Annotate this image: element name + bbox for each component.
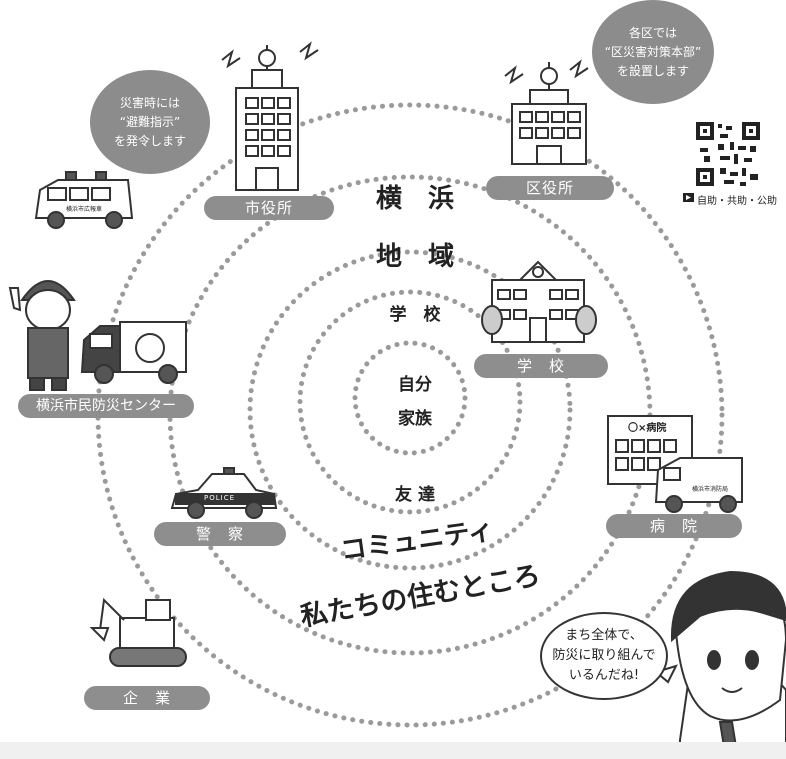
- ring-label-chiiki: 地 域: [375, 242, 454, 272]
- label-city-hall: 市役所: [204, 196, 334, 220]
- ring-label-gakko: 学 校: [389, 305, 441, 325]
- fire-engine-illustration: [80, 321, 187, 384]
- pr-van-illustration: [34, 171, 134, 229]
- ring-label-yokohama: 横 浜: [375, 184, 454, 214]
- ambulance-text: 横浜市消防局: [692, 486, 729, 493]
- van-text: 横浜市広報車: [66, 206, 103, 213]
- speech-tail: [653, 664, 678, 684]
- ring-school: [297, 289, 523, 515]
- school-illustration: [491, 260, 585, 343]
- speech-line-2: 防災に取り組んで: [552, 648, 656, 663]
- ring-chiiki: [247, 249, 573, 571]
- firefighter-illustration: [8, 280, 76, 391]
- bubble-left-line-3: を発令します: [113, 133, 186, 148]
- ambulance-illustration: [654, 457, 743, 513]
- label-company: 企 業: [84, 686, 210, 710]
- siren-waves-icon: [221, 41, 319, 69]
- siren-waves-icon: [504, 59, 589, 85]
- bubble-left-line-2: “避難指示”: [119, 114, 181, 129]
- ring-label-jibun: 自分: [398, 375, 432, 395]
- ring-family: [352, 340, 468, 456]
- qr-caption: 自助・共助・公助: [697, 196, 777, 207]
- tree-icon: [481, 305, 597, 335]
- hospital-sign: 〇×病院: [628, 423, 667, 434]
- city-hall-illustration: [235, 45, 299, 191]
- excavator-illustration: [89, 597, 187, 667]
- bubble-right-line-1: 各区では: [628, 25, 677, 40]
- qr-code-icon: [696, 122, 760, 186]
- bubble-right-line-2: “区災害対策本部”: [604, 44, 702, 59]
- police-car-illustration: [170, 467, 278, 519]
- speech-line-1: まち全体で、: [565, 628, 643, 643]
- ring-label-kazoku: 家族: [398, 409, 432, 429]
- bottom-bar: [0, 742, 786, 759]
- boy-speech-bubble: まち全体で、 防災に取り組んで いるんだね!: [540, 612, 668, 700]
- ward-office-illustration: [511, 62, 587, 165]
- ring-outer: [95, 102, 725, 728]
- bubble-right-line-3: を設置します: [616, 63, 689, 78]
- hospital-illustration: [607, 415, 693, 485]
- police-car-text: POLICE: [204, 494, 236, 502]
- label-ward-office: 区役所: [486, 176, 614, 200]
- label-hospital: 病 院: [606, 514, 742, 538]
- bubble-left-line-1: 災害時には: [119, 95, 180, 110]
- ward-hq-bubble: 各区では “区災害対策本部” を設置します: [592, 0, 714, 104]
- label-police: 警 察: [154, 522, 286, 546]
- boy-illustration: [670, 570, 786, 759]
- speech-line-3: いるんだね!: [568, 668, 640, 683]
- label-bousai-center: 横浜市民防災センター: [18, 394, 194, 418]
- ring-label-tomodachi: 友 達: [395, 485, 435, 505]
- evacuation-order-bubble: 災害時には “避難指示” を発令します: [90, 70, 210, 174]
- label-school: 学 校: [474, 354, 608, 378]
